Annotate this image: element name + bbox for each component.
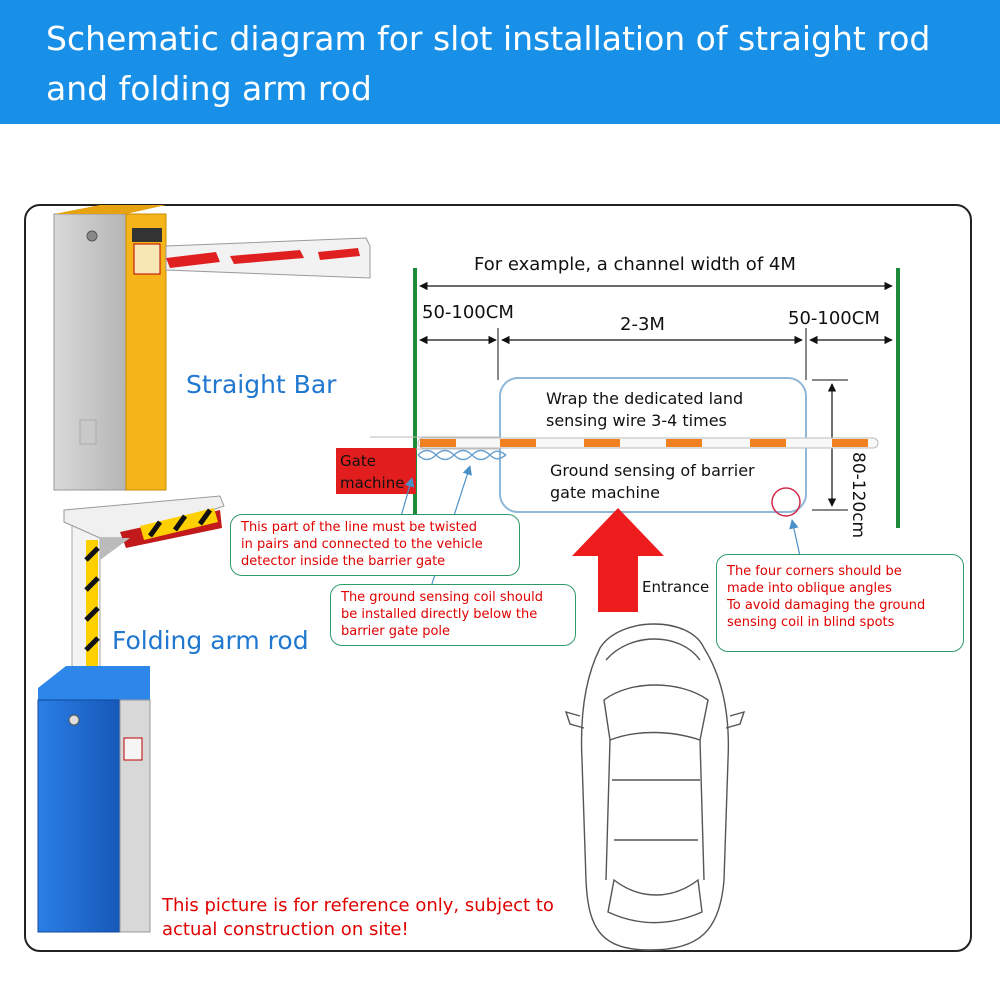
callout-line: made into oblique angles (727, 581, 892, 596)
ground-line-1: Ground sensing of barrier (550, 461, 755, 480)
callout-line: in pairs and connected to the vehicle (241, 537, 483, 552)
callout-line: detector inside the barrier gate (241, 554, 446, 569)
wrap-line-1: Wrap the dedicated land (546, 389, 744, 408)
header-banner: Schematic diagram for slot installation … (0, 0, 1000, 124)
callout-line: The ground sensing coil should (341, 590, 543, 605)
page-title: Schematic diagram for slot installation … (46, 14, 966, 114)
ground-line-2: gate machine (550, 483, 660, 502)
notice-line-1: This picture is for reference only, subj… (162, 895, 554, 916)
gate-machine-box (336, 448, 416, 494)
folding-arm-label: Folding arm rod (112, 626, 309, 655)
folding-arm-barrier (37, 495, 225, 933)
gate-line-1: Gate (340, 452, 376, 470)
title-line-2: and folding arm rod (46, 69, 372, 108)
straight-bar-barrier (53, 205, 371, 491)
wrap-wire-label: Wrap the dedicated land sensing wire 3-4… (546, 388, 743, 432)
straight-bar-label: Straight Bar (186, 370, 337, 399)
entrance-arrow (572, 508, 664, 612)
coil-position-callout: The ground sensing coil should be instal… (330, 584, 576, 646)
car-outline (564, 623, 746, 951)
dim-vertical-label: 80-120cm (848, 452, 868, 539)
callout-line: sensing coil in blind spots (727, 615, 895, 630)
straight-boom (165, 237, 371, 279)
callout-line: The four corners should be (727, 564, 902, 579)
corner-marker (771, 487, 801, 517)
callout-line: be installed directly below the (341, 607, 538, 622)
twisted-wire-callout: This part of the line must be twisted in… (230, 514, 520, 576)
channel-width-label: For example, a channel width of 4M (474, 254, 796, 275)
reference-notice: This picture is for reference only, subj… (162, 894, 554, 942)
notice-line-2: actual construction on site! (162, 919, 409, 940)
gate-line-2: machine (340, 474, 405, 492)
ground-sensing-label: Ground sensing of barrier gate machine (550, 460, 755, 504)
callout-line: This part of the line must be twisted (241, 520, 477, 535)
corners-callout: The four corners should be made into obl… (716, 554, 964, 652)
dim-right-label: 50-100CM (788, 308, 880, 329)
entrance-label: Entrance (642, 578, 710, 596)
title-line-1: Schematic diagram for slot installation … (46, 19, 931, 58)
callout-line: barrier gate pole (341, 624, 451, 639)
gate-machine-label: Gate machine (340, 450, 404, 494)
dim-left-label: 50-100CM (422, 302, 514, 323)
wrap-line-2: sensing wire 3-4 times (546, 411, 727, 430)
twisted-wire (417, 449, 507, 461)
dim-middle-label: 2-3M (620, 314, 665, 335)
barrier-pole (370, 436, 879, 450)
callout-line: To avoid damaging the ground (727, 598, 926, 613)
